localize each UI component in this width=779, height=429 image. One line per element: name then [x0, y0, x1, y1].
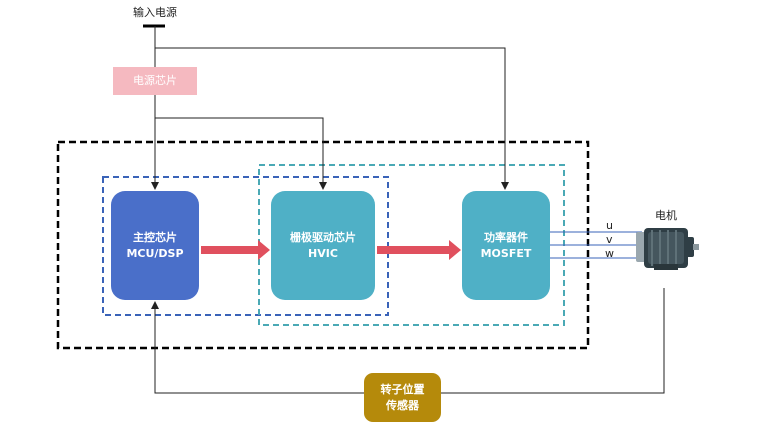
phase-u-label: u — [606, 219, 613, 232]
sensor-subtitle: 传感器 — [386, 398, 419, 412]
mosfet-subtitle: MOSFET — [480, 246, 532, 260]
mosfet-title: 功率器件 — [484, 230, 528, 244]
power-chip-block: 电源芯片 — [113, 67, 197, 95]
motor-to-sensor-wire — [441, 288, 665, 394]
mcu-to-hvic-arrow — [201, 240, 270, 260]
hvic-subtitle: HVIC — [308, 246, 338, 260]
mcu-title: 主控芯片 — [133, 230, 177, 244]
phase-v-label: v — [606, 233, 613, 246]
mcu-subtitle: MCU/DSP — [126, 246, 184, 260]
input-power-label: 输入电源 — [133, 6, 177, 19]
power-chip-label: 电源芯片 — [133, 74, 177, 87]
hvic-block: 栅极驱动芯片 HVIC — [271, 191, 375, 300]
powerchip-to-hvic-wire — [155, 117, 327, 190]
sensor-to-mcu-wire — [151, 301, 364, 394]
hvic-title: 栅极驱动芯片 — [290, 230, 356, 244]
mosfet-block: 功率器件 MOSFET — [462, 191, 550, 300]
sensor-title: 转子位置 — [380, 382, 425, 396]
hvic-to-mosfet-arrow — [377, 240, 461, 260]
motor-label: 电机 — [655, 209, 677, 222]
phase-w-label: w — [605, 247, 614, 260]
motor-icon — [636, 228, 699, 270]
power-to-mosfet-wire — [155, 47, 509, 190]
rotor-position-sensor-block: 转子位置 传感器 — [364, 373, 441, 422]
mcu-block: 主控芯片 MCU/DSP — [111, 191, 199, 300]
